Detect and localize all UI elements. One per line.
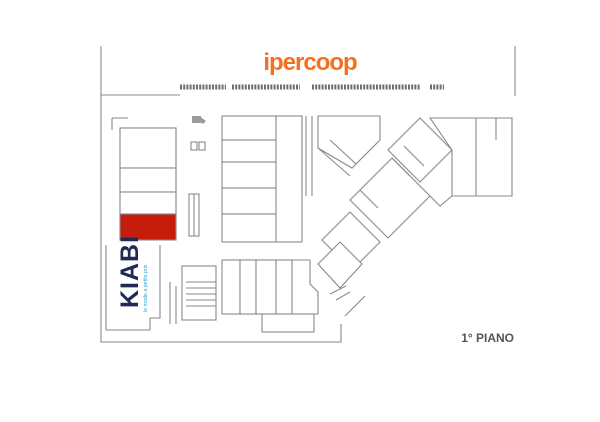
highlighted-store[interactable] [119, 213, 177, 241]
store-unit[interactable] [317, 115, 381, 169]
store-unit[interactable] [221, 139, 277, 163]
store-unit[interactable] [221, 213, 277, 243]
outer-walls [100, 46, 516, 343]
kiabi-store[interactable]: KIABI le mode a petits prix [105, 235, 161, 331]
central-lower-block [221, 259, 319, 333]
escalator-icon [192, 116, 201, 123]
kiabi-tagline: le mode a petits prix [143, 264, 149, 312]
store-unit[interactable] [275, 115, 303, 243]
store-unit[interactable] [221, 187, 277, 215]
store-unit[interactable] [261, 313, 315, 333]
store-unit[interactable] [317, 241, 363, 289]
kiabi-logo: KIABI [116, 235, 144, 308]
stairs [181, 265, 217, 321]
central-upper-block [221, 115, 381, 243]
service-icons [188, 116, 206, 237]
store-unit[interactable] [275, 259, 293, 315]
store-unit[interactable] [221, 115, 277, 141]
diagonal-block [317, 117, 513, 301]
toilet-icon [190, 141, 198, 151]
store-unit[interactable] [428, 117, 513, 197]
store-unit[interactable] [255, 259, 277, 315]
stairs-block [169, 265, 217, 324]
floor-label: 1° PIANO [461, 331, 514, 345]
store-unit[interactable] [119, 127, 177, 169]
escalator-icon [199, 116, 206, 124]
toilet-icon [198, 141, 206, 151]
store-unit[interactable] [221, 259, 241, 315]
store-unit[interactable] [221, 161, 277, 189]
store-unit[interactable] [119, 167, 177, 193]
store-unit[interactable] [119, 191, 177, 215]
left-store-column [111, 117, 177, 241]
store-unit[interactable] [239, 259, 257, 315]
store-unit[interactable] [291, 259, 319, 315]
ipercoop-logo[interactable]: ipercoop [263, 49, 358, 76]
